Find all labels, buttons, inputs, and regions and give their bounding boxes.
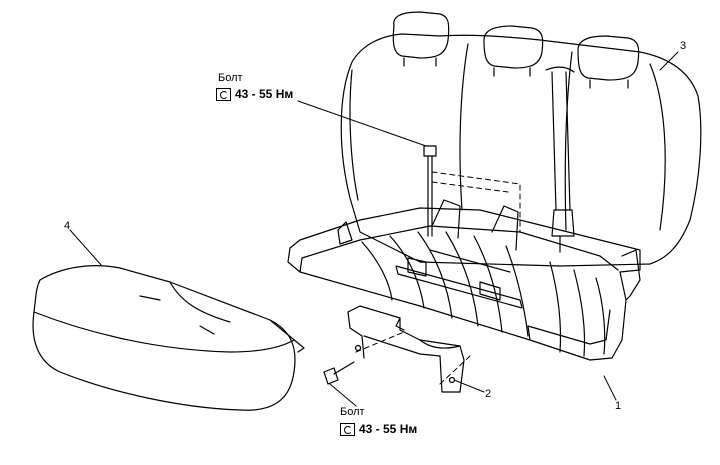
callout-1: 1 [615,400,622,412]
seat-frame [287,199,641,361]
headrest-left [392,11,450,67]
torque-wrench-icon [216,88,231,102]
bolt-top-torque: 43 - 55 Нм [235,87,294,101]
bolt-bottom-label: Болт [340,406,365,418]
headrest-right [577,35,640,89]
seat-belt [545,66,575,253]
headrest-center [483,25,544,77]
bolt-top-label: Болт [218,72,243,84]
bolt-bottom-torque: 43 - 55 Нм [359,422,418,436]
bolt-top-torque-row: 43 - 55 Нм [216,87,294,102]
guide-lines [355,171,521,385]
bolt-top [423,145,437,237]
torque-wrench-icon [340,423,355,437]
bolt-bottom-torque-row: 43 - 55 Нм [340,422,418,437]
bolt-bottom [323,361,355,385]
callout-4: 4 [64,220,71,232]
seat-bracket [347,305,465,393]
seat-back [340,33,702,267]
callout-3: 3 [680,40,687,52]
seat-cushion [32,265,305,411]
callout-2: 2 [485,388,492,400]
leader-lines [69,51,679,407]
